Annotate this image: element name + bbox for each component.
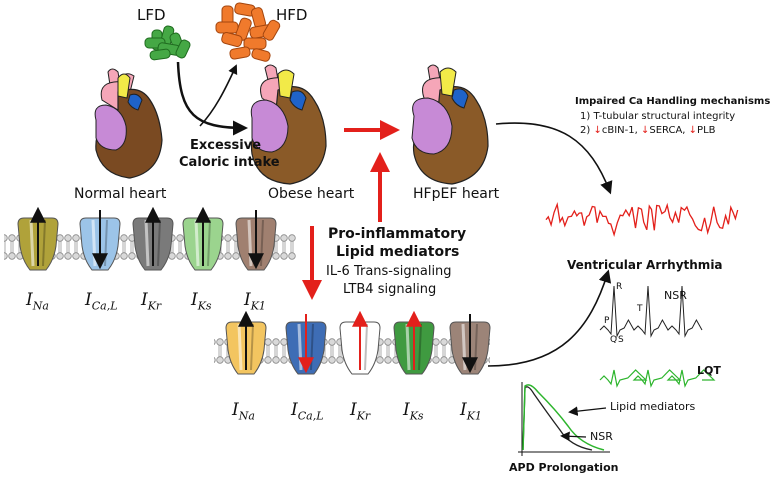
mediators-line3: IL-6 Trans-signaling (326, 264, 452, 279)
top-current-label-ks: IKs (191, 290, 212, 313)
top-current-label-cal: ICa,L (85, 290, 118, 313)
ecg-s-label: S (618, 335, 624, 345)
normal-heart-icon (94, 68, 163, 179)
bottom-channel-ks (393, 310, 435, 375)
ecg-r-label: R (616, 282, 623, 292)
ca-handling-title: Impaired Ca Handling mechanisms (575, 96, 771, 107)
bottom-current-label-kr: IKr (350, 400, 371, 423)
down-arrow-icon: ↓ (593, 125, 602, 136)
ca-handling-item2: 2) ↓cBIN-1, ↓SERCA, ↓PLB (580, 125, 716, 136)
top-channel-kr (132, 206, 174, 271)
bottom-current-label-k1: IK1 (460, 400, 482, 423)
ca-item2-plb: PLB (697, 125, 716, 136)
bottom-current-label-ks: IKs (403, 400, 424, 423)
bottom-current-label-cal: ICa,L (291, 400, 324, 423)
bottom-channels (225, 310, 491, 375)
bottom-channel-cal (285, 314, 327, 375)
top-channel-k1 (235, 210, 277, 271)
ca-item2-serca: SERCA, (649, 125, 689, 136)
mediators-line1: Pro-inflammatory (328, 226, 467, 242)
ca-item2-prefix: 2) (580, 125, 594, 136)
top-channel-na (17, 206, 59, 271)
hfd-pellets-icon (215, 2, 281, 62)
lfd-pellets-icon (144, 25, 191, 61)
ca-handling-item1: 1) T-tubular structural integrity (580, 111, 736, 122)
ecg-nsr-label: NSR (664, 289, 687, 302)
hfd-label: HFD (276, 6, 308, 24)
apd-nsr-label: NSR (590, 430, 613, 443)
obese-heart-icon (250, 64, 327, 185)
ca-item2-cbin: cBIN-1, (601, 125, 641, 136)
top-channel-ks (182, 206, 224, 271)
bottom-channel-k1 (449, 314, 491, 375)
ecg-q-label: Q (610, 335, 618, 345)
apd-caption: APD Prolongation (509, 461, 619, 474)
ecg-p-label: P (604, 316, 610, 326)
arrhythmia-trace (545, 202, 739, 238)
mediators-line2: Lipid mediators (336, 244, 460, 260)
arrhythmia-label: Ventricular Arrhythmia (567, 258, 723, 272)
bottom-current-label-na: INa (232, 400, 255, 423)
top-current-label-na: INa (26, 290, 49, 313)
down-arrow-icon: ↓ (688, 125, 698, 136)
hfpef-heart-icon (411, 64, 489, 185)
top-channel-cal (79, 210, 121, 271)
apd-nsr-curve (522, 386, 593, 451)
top-current-label-kr: IKr (141, 290, 162, 313)
intake-label-line1: Excessive (190, 138, 262, 153)
bottom-channel-kr (339, 310, 381, 375)
ecg-lqt-label: LQT (697, 364, 721, 377)
ecg-lqt-trace (599, 369, 716, 388)
top-channels (17, 206, 277, 271)
apd-lipid-curve (522, 384, 605, 451)
apd-lipid-label: Lipid mediators (610, 400, 696, 413)
mediators-line4: LTB4 signaling (343, 282, 437, 297)
normal-heart-label: Normal heart (74, 186, 167, 202)
intake-label-line2: Caloric intake (179, 155, 280, 170)
hfpef-heart-label: HFpEF heart (413, 186, 500, 202)
ecg-nsr-trace (599, 285, 703, 338)
bottom-channel-na (225, 310, 267, 375)
top-current-label-k1: IK1 (244, 290, 266, 313)
ecg-t-label: T (637, 304, 643, 314)
obese-heart-label: Obese heart (268, 186, 355, 202)
down-arrow-icon: ↓ (640, 125, 650, 136)
lfd-label: LFD (137, 6, 166, 24)
apd-plot (518, 382, 610, 456)
